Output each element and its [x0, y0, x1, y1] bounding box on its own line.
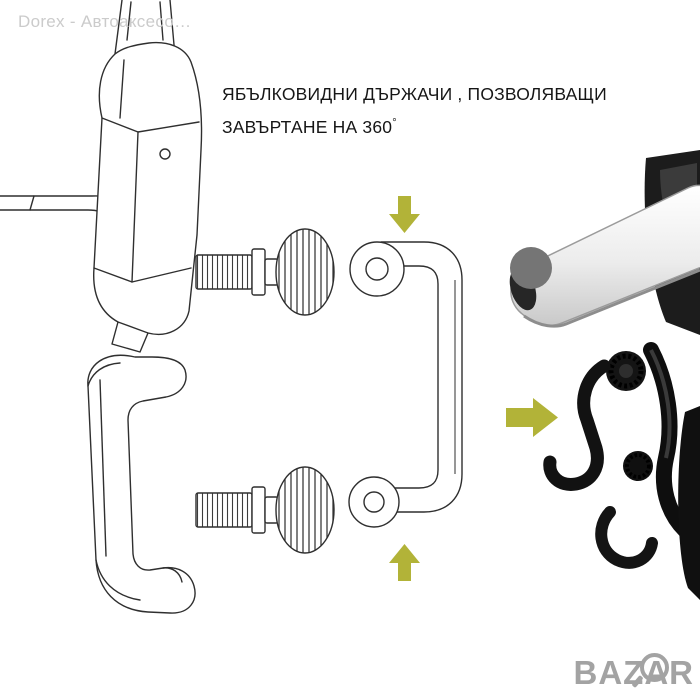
arrow-right-icon	[506, 398, 558, 437]
photo-dot	[510, 247, 552, 289]
thumb-screw-bottom	[195, 466, 335, 554]
arrow-up-icon	[389, 544, 420, 581]
thumb-screw-top	[195, 228, 335, 316]
cradle-body-outline	[93, 41, 203, 335]
caption-line2: ЗАВЪРТАНЕ НА 360°	[222, 109, 607, 142]
seller-watermark: Dorex - Автоаксесо…	[18, 12, 192, 31]
phone-cradle-arm-wireframe	[0, 0, 203, 353]
logo-text-end: R	[669, 654, 694, 691]
magnifier-icon	[640, 653, 670, 682]
photo-hook-bottom	[595, 506, 658, 569]
release-button	[159, 148, 171, 160]
photo-hook-left	[543, 359, 611, 491]
assembled-holder-photo	[509, 150, 700, 600]
caption-line2-text: ЗАВЪРТАНЕ НА 360	[222, 116, 393, 137]
knurled-knob	[275, 228, 335, 316]
caption-line1: ЯБЪЛКОВИДНИ ДЪРЖАЧИ , ПОЗВОЛЯВАЩИ	[222, 84, 607, 104]
side-grip-bracket-wireframe	[87, 354, 196, 614]
rotating-handle-bracket	[348, 241, 463, 528]
assembly-arrows	[389, 196, 558, 581]
degree-symbol: °	[392, 117, 397, 129]
logo-letter-a: A	[631, 653, 670, 692]
caption: ЯБЪЛКОВИДНИ ДЪРЖАЧИ , ПОЗВОЛЯВАЩИ ЗАВЪРТ…	[222, 80, 607, 142]
logo-text-start: BAZ	[573, 654, 645, 691]
arrow-down-icon	[389, 196, 420, 233]
